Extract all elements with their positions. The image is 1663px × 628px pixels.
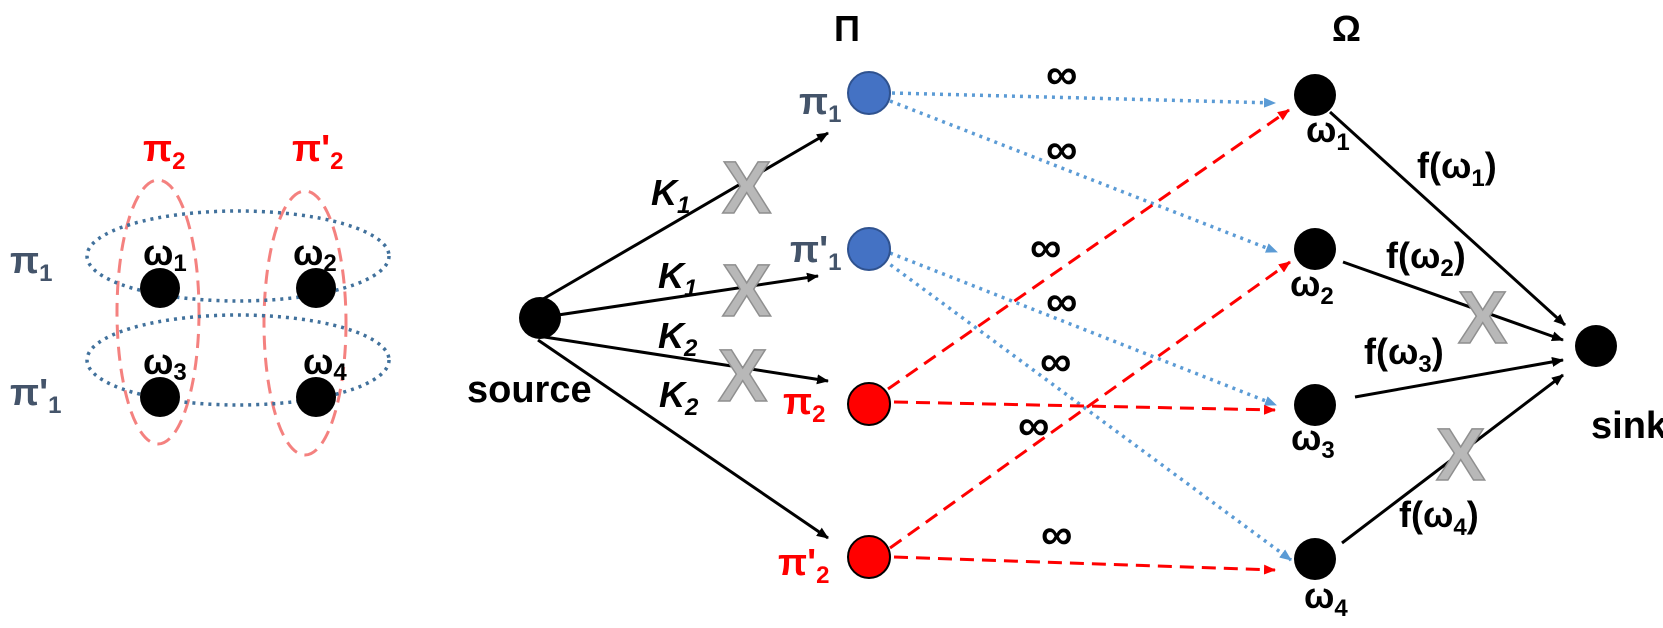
capacity-k2a: K2 xyxy=(658,315,698,362)
left-label-w3: ω3 xyxy=(143,341,187,386)
infinity-label-6: ∞ xyxy=(1018,401,1049,450)
edge-pi2p-w4 xyxy=(893,555,1276,575)
source-node xyxy=(519,297,561,339)
source-label: source xyxy=(467,369,592,411)
left-label-pi1: π1 xyxy=(10,240,52,287)
capacity-k2b: K2 xyxy=(659,374,699,421)
header-omega: Ω xyxy=(1332,8,1361,49)
pi2p-ellipse xyxy=(262,189,348,457)
label-pi2p: π'2 xyxy=(778,542,830,589)
edge-w4-sink xyxy=(1341,373,1564,545)
edge-pi2-w3 xyxy=(893,400,1276,415)
infinity-label-7: ∞ xyxy=(1041,510,1072,559)
edge-source-pi2p xyxy=(537,338,829,540)
header-pi: Π xyxy=(834,8,860,49)
edge-pi1-w1 xyxy=(891,91,1276,108)
cut-mark-pi1p: X xyxy=(722,249,771,332)
blue-dotted-edges xyxy=(882,91,1293,562)
node-pi1p xyxy=(847,227,891,271)
cut-mark-pi1: X xyxy=(722,146,771,229)
label-w1: ω1 xyxy=(1306,109,1350,156)
left-node-w4 xyxy=(296,377,336,417)
edge-pi2-w1 xyxy=(887,108,1290,391)
capacity-f3: f(ω3) xyxy=(1364,331,1444,378)
cut-mark-w4: X xyxy=(1436,413,1485,496)
edge-pi2p-w2 xyxy=(889,260,1291,550)
pi1p-ellipse xyxy=(85,313,391,407)
infinity-label-3: ∞ xyxy=(1030,223,1061,272)
left-panel: π2 π'2 π1 π'1 ω1 ω2 ω3 ω4 xyxy=(10,128,391,457)
node-w1 xyxy=(1294,74,1336,116)
pi2-ellipse xyxy=(115,178,201,446)
left-label-pi2p: π'2 xyxy=(292,128,344,175)
left-label-w1: ω1 xyxy=(143,232,187,277)
source-edges xyxy=(537,131,829,540)
edge-pi1-w2 xyxy=(889,99,1278,254)
label-w4: ω4 xyxy=(1304,575,1348,622)
sink-node xyxy=(1575,325,1617,367)
graph-nodes xyxy=(519,71,1617,580)
infinity-label-2: ∞ xyxy=(1046,125,1077,174)
edge-pi1p-w3 xyxy=(889,251,1277,407)
label-pi1p: π'1 xyxy=(790,229,842,276)
left-label-pi2: π2 xyxy=(143,128,185,175)
left-node-w3 xyxy=(140,377,180,417)
capacity-k1a: K1 xyxy=(651,172,690,219)
label-w2: ω2 xyxy=(1290,263,1334,310)
node-w2 xyxy=(1294,228,1336,270)
left-label-w2: ω2 xyxy=(293,232,337,277)
capacity-f2: f(ω2) xyxy=(1386,235,1466,282)
cut-mark-pi2: X xyxy=(718,334,767,417)
pi1-ellipse xyxy=(85,209,391,303)
left-node-w1 xyxy=(140,268,180,308)
node-w3 xyxy=(1294,384,1336,426)
infinity-label-5: ∞ xyxy=(1040,337,1071,386)
node-pi1 xyxy=(847,71,891,115)
node-w4 xyxy=(1294,538,1336,580)
node-pi2 xyxy=(847,382,891,426)
cut-marks: X X X X X xyxy=(717,145,1508,497)
left-node-w2 xyxy=(296,268,336,308)
infinity-label-1: ∞ xyxy=(1046,50,1077,99)
left-label-w4: ω4 xyxy=(303,341,347,386)
capacity-f1: f(ω1) xyxy=(1417,145,1497,192)
label-pi1: π1 xyxy=(799,81,841,128)
edge-w2-sink xyxy=(1342,260,1564,342)
sink-edges xyxy=(1328,110,1567,545)
edge-w1-sink xyxy=(1328,110,1567,327)
capacity-k1b: K1 xyxy=(658,255,697,302)
edge-source-pi1p xyxy=(537,272,819,320)
red-dashed-edges xyxy=(887,108,1291,575)
graph-labels: Π Ω source sink K1 K1 K2 K2 π1 π'1 π2 π'… xyxy=(467,8,1663,622)
edge-source-pi1 xyxy=(537,131,829,304)
sink-label: sink xyxy=(1591,405,1663,447)
edge-w3-sink xyxy=(1354,357,1564,399)
capacity-f4: f(ω4) xyxy=(1399,494,1479,541)
infinity-label-4: ∞ xyxy=(1046,277,1077,326)
cut-mark-w2: X xyxy=(1458,276,1507,359)
node-pi2p xyxy=(847,535,891,579)
left-label-pi1p: π'1 xyxy=(10,372,62,419)
label-pi2: π2 xyxy=(783,381,825,428)
label-w3: ω3 xyxy=(1291,417,1335,464)
edge-source-pi2 xyxy=(537,334,829,385)
